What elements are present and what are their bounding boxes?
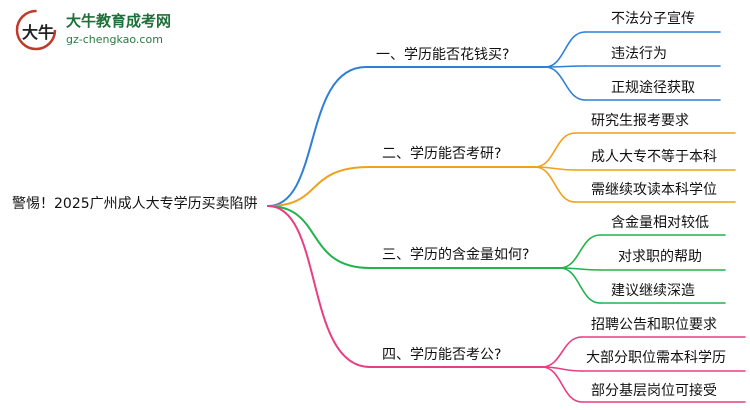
- logo-url: gz-chengkao.com: [66, 33, 163, 46]
- connector-branch-4-leaf-1: [541, 336, 583, 368]
- leaf-4-3: 部分基层岗位可接受: [591, 383, 717, 399]
- leaf-1-2: 违法行为: [611, 46, 667, 62]
- leaf-4-1: 招聘公告和职位要求: [591, 317, 717, 333]
- connector-branch-4-leaf-3: [541, 366, 583, 403]
- logo-mark-icon: 大牛: [15, 9, 57, 51]
- connector-root-to-branch-3: [267, 205, 371, 269]
- branch-label-1: 一、学历能否花钱买?: [376, 47, 510, 63]
- leaf-4-2: 大部分职位需本科学历: [586, 350, 726, 366]
- branch-label-2: 二、学历能否考研?: [382, 146, 502, 162]
- connector-branch-3-leaf-1: [559, 234, 601, 269]
- leaf-3-2: 对求职的帮助: [618, 249, 702, 265]
- leaf-3-1: 含金量相对较低: [611, 215, 709, 231]
- connector-branch-1-leaf-1: [544, 31, 586, 68]
- root-topic: 警惕！2025广州成人大专学历买卖陷阱: [12, 196, 258, 212]
- leaf-2-2: 成人大专不等于本科: [591, 149, 717, 165]
- leaf-2-1: 研究生报考要求: [591, 113, 689, 129]
- leaf-1-1: 不法分子宣传: [611, 11, 695, 27]
- connector-branch-3-leaf-3: [559, 267, 601, 304]
- connector-branch-2-leaf-3: [534, 166, 576, 203]
- connector-root-to-branch-4: [267, 205, 371, 368]
- branch-label-4: 四、学历能否考公?: [382, 347, 502, 363]
- connector-branch-2-leaf-1: [534, 132, 576, 168]
- connector-branch-1-leaf-3: [544, 66, 586, 101]
- leaf-3-3: 建议继续深造: [611, 283, 695, 299]
- leaf-1-3: 正规途径获取: [611, 80, 695, 96]
- logo-title: 大牛教育成考网: [66, 12, 172, 30]
- logo: 大牛 大牛教育成考网 gz-chengkao.com: [14, 8, 171, 54]
- connector-root-to-branch-1: [267, 66, 367, 207]
- connector-root-to-branch-2: [267, 166, 371, 207]
- logo-mark-text: 大牛: [22, 23, 54, 42]
- leaf-2-3: 需继续攻读本科学位: [591, 182, 717, 198]
- branch-label-3: 三、学历的含金量如何?: [382, 247, 530, 263]
